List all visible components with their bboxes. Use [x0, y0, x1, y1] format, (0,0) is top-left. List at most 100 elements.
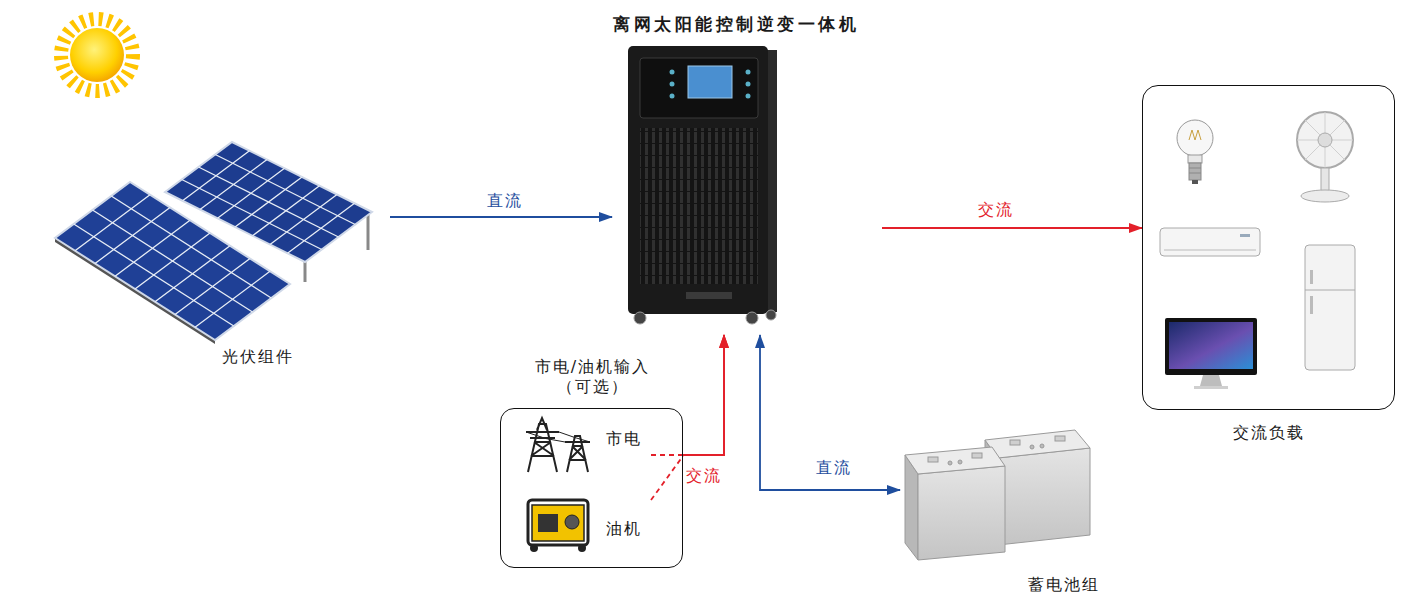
solar-panel-picture [55, 182, 290, 340]
node-label: 市电/油机输入 （可选） [527, 357, 658, 397]
inverter-picture [746, 94, 751, 99]
solar-panel-picture [304, 262, 307, 282]
fan-icon [1318, 133, 1332, 147]
dashed-feed-line [651, 454, 683, 456]
inverter-picture [634, 312, 646, 324]
battery-picture [985, 430, 1090, 458]
monitor-icon [1165, 318, 1257, 389]
inverter-picture [628, 46, 777, 324]
node-label: 蓄电池组 [1028, 575, 1100, 595]
generator-icon [538, 514, 558, 532]
monitor-icon [1200, 375, 1222, 386]
battery-bank: 蓄电池组 [900, 435, 1100, 597]
battery-picture [1030, 445, 1034, 449]
fan-icon [1297, 112, 1353, 168]
bulb-icon [1189, 130, 1201, 140]
fan-icon [1297, 112, 1353, 168]
bulb-icon [1177, 120, 1213, 184]
node-label: 光伏组件 [222, 347, 294, 367]
inverter-picture [746, 312, 758, 324]
power-tower-icon [526, 432, 590, 442]
solar-panel-array: 光伏组件 [45, 135, 390, 375]
battery-picture [948, 461, 952, 465]
flow-arrow [760, 335, 900, 490]
bulb-icon [1177, 120, 1213, 156]
fan-icon [1321, 168, 1329, 192]
solar-panel-picture [367, 214, 370, 250]
inverter-picture [766, 310, 776, 320]
node-label: 市电 [606, 429, 642, 449]
inverter-picture [746, 70, 751, 75]
monitor-icon [1194, 386, 1228, 389]
fridge-icon [1310, 296, 1313, 314]
bulb-icon [1192, 180, 1198, 184]
air-conditioner-icon [1164, 250, 1256, 251]
monitor-icon [1165, 318, 1257, 375]
dashed-feed-line [651, 456, 683, 500]
monitor-icon [1169, 322, 1253, 369]
fan-icon [1301, 190, 1349, 202]
solar-panel-picture [55, 182, 290, 340]
connector-label: 交流 [978, 200, 1014, 220]
air-conditioner-icon [1160, 228, 1260, 256]
flow-arrow [651, 335, 724, 455]
battery-picture [998, 448, 1090, 545]
generator-icon [528, 500, 588, 552]
connector-label: 直流 [816, 458, 852, 478]
generator-icon [528, 500, 588, 545]
bulb-icon [1188, 155, 1202, 163]
flow-line [683, 335, 724, 455]
sun-icon [61, 19, 133, 91]
fridge-icon [1310, 270, 1313, 284]
inverter-picture [670, 94, 675, 99]
battery-picture [905, 430, 1090, 560]
generator-icon [530, 544, 538, 552]
generator-icon [565, 515, 579, 529]
sun-icon [61, 19, 133, 91]
inverter-picture [746, 82, 751, 87]
battery-picture [1010, 440, 1020, 445]
connector-label: 直流 [487, 191, 523, 211]
air-conditioner-icon [1240, 234, 1250, 237]
fridge-icon [1305, 245, 1355, 370]
battery-picture [972, 453, 982, 458]
fridge-icon [1305, 245, 1355, 370]
battery-picture [905, 447, 1005, 474]
inverter-picture [688, 66, 732, 98]
air-conditioner-icon [1160, 228, 1260, 256]
flow-arrow [882, 228, 1142, 229]
power-tower-icon [526, 418, 559, 472]
bulb-icon [1189, 163, 1201, 180]
node-label: 油机 [606, 519, 642, 539]
sun-icon [70, 28, 124, 82]
node-label: 交流负载 [1143, 423, 1394, 443]
battery-picture [958, 460, 962, 464]
solar-panel-picture [55, 182, 290, 340]
inverter-picture [640, 128, 758, 284]
battery-picture [918, 466, 1005, 560]
flow-line [760, 335, 900, 490]
inverter-picture [628, 46, 768, 314]
inverter-picture [670, 82, 675, 87]
inverter-picture [670, 70, 675, 75]
battery-picture [928, 457, 938, 462]
connector-label: 交流 [686, 466, 722, 486]
fridge-icon [1305, 290, 1355, 291]
battery-picture [1040, 444, 1044, 448]
generator-icon [532, 505, 584, 541]
node-label: 离网太阳能控制逆变一体机 [613, 14, 859, 35]
flow-line [882, 227, 1142, 229]
grid-power-item: 市电 [521, 417, 651, 477]
bulb-icon [1189, 168, 1201, 173]
power-tower-icon [526, 418, 590, 472]
inverter-picture [686, 292, 732, 299]
flow-line [390, 216, 612, 218]
fan-icon [1297, 112, 1353, 202]
inverter-cabinet: 离网太阳能控制逆变一体机 [612, 10, 882, 335]
power-input-box: 市电/油机输入 （可选）市电油机 [500, 408, 683, 568]
flow-line [683, 335, 724, 455]
flow-arrow [390, 217, 612, 218]
flow-arrow [651, 335, 724, 500]
